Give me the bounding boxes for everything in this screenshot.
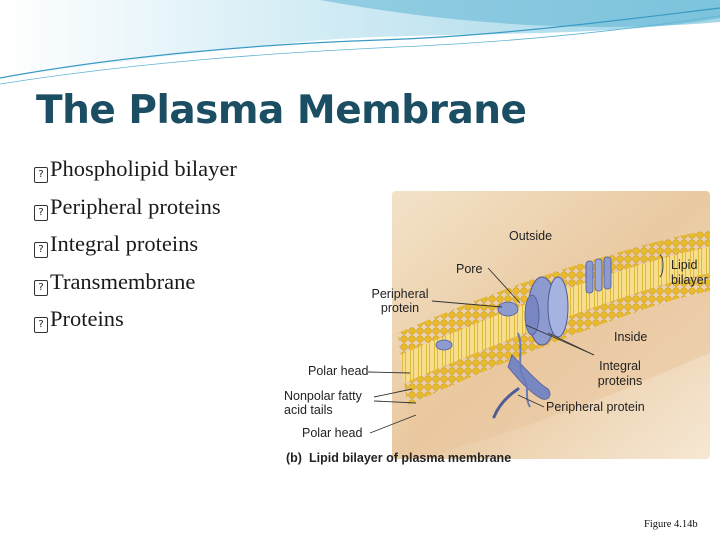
label-outside: Outside xyxy=(509,229,553,243)
bullet-marker: ? xyxy=(34,167,48,183)
label-lipid-bilayer-line1: Lipid xyxy=(671,258,698,272)
label-nonpolar-line1: Nonpolar fatty xyxy=(284,389,362,403)
label-leader-lines xyxy=(367,254,664,434)
label-integral-proteins-line1: Integral xyxy=(599,359,641,373)
label-lipid-bilayer-line2: bilayer xyxy=(671,273,708,287)
label-peripheral-protein-line2: protein xyxy=(380,301,420,315)
bullet-text: Phospholipid bilayer xyxy=(50,156,237,181)
membrane-illustration xyxy=(367,191,710,459)
bullet-marker: ? xyxy=(34,279,48,296)
bullet-marker: ? xyxy=(34,317,48,333)
bullet-marker: ? xyxy=(34,204,48,221)
bullet-text: Proteins xyxy=(50,306,124,331)
transmembrane-chain xyxy=(517,332,531,408)
figure-reference: Figure 4.14b xyxy=(644,519,698,530)
label-integral-proteins-line2: proteins xyxy=(597,374,643,388)
label-polar-head-bottom: Polar head xyxy=(302,426,363,440)
bullet-text: Integral proteins xyxy=(50,231,199,256)
label-nonpolar-line2: acid tails xyxy=(284,403,333,417)
bullet-text: Peripheral proteins xyxy=(50,193,221,219)
label-peripheral-protein-bottom: Peripheral protein xyxy=(546,400,645,414)
bullet-marker: ? xyxy=(34,242,48,258)
membrane-figure: Outside Pore Lipid bilayer Peripheral pr… xyxy=(280,183,720,468)
bullet-list: ? Phospholipid bilayer ? Peripheral prot… xyxy=(34,156,237,344)
label-polar-head-top: Polar head xyxy=(308,364,369,378)
figure-caption-prefix: (b) xyxy=(286,451,302,465)
integral-protein xyxy=(524,276,569,346)
label-peripheral-protein-line1: Peripheral xyxy=(371,287,429,301)
peripheral-protein xyxy=(435,301,551,419)
bullet-item: ? Transmembrane xyxy=(34,269,237,307)
pore-protein xyxy=(585,256,612,294)
bullet-item: ? Phospholipid bilayer xyxy=(34,156,237,194)
figure-caption: Lipid bilayer of plasma membrane xyxy=(309,451,512,465)
bullet-item: ? Integral proteins xyxy=(34,231,237,269)
bullet-item: ? Peripheral proteins xyxy=(34,194,237,232)
bullet-text: Transmembrane xyxy=(50,268,196,294)
slide-title: The Plasma Membrane xyxy=(36,88,527,133)
label-inside: Inside xyxy=(614,330,648,344)
header-wave-decoration xyxy=(0,0,720,85)
bullet-item: ? Proteins xyxy=(34,306,237,344)
label-pore: Pore xyxy=(456,262,483,276)
